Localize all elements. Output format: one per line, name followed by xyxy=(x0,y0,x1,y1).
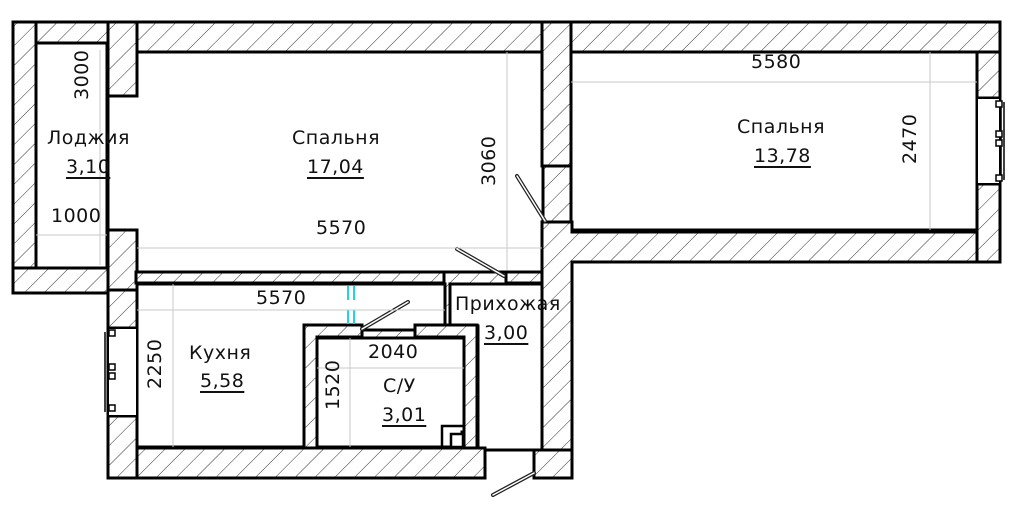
dim-loggia-width: 1000 xyxy=(51,205,102,227)
room-area-hallway: 3,00 xyxy=(484,322,529,344)
room-area-bedroom-2: 13,78 xyxy=(754,145,811,167)
room-area-loggia: 3,10 xyxy=(66,156,111,178)
bathroom-shaft xyxy=(440,424,465,449)
room-name-loggia: Лоджия xyxy=(47,127,130,149)
dimension-lines xyxy=(36,50,977,447)
door-bedroom-2 xyxy=(515,174,547,223)
room-name-kitchen: Кухня xyxy=(189,342,252,364)
dim-bedroom2-height: 2470 xyxy=(899,113,921,164)
room-name-bedroom-1: Спальня xyxy=(292,127,381,149)
dim-kitchen-width: 5570 xyxy=(256,287,307,309)
cyan-marker xyxy=(347,286,355,324)
dim-bedroom1-width: 5570 xyxy=(316,217,367,239)
door-entrance xyxy=(491,471,536,497)
dim-bathroom-height: 1520 xyxy=(322,359,344,410)
room-name-hallway: Прихожая xyxy=(455,293,561,315)
doors xyxy=(360,174,547,497)
interior-walls xyxy=(11,20,1002,480)
room-area-bathroom: 3,01 xyxy=(382,404,427,426)
room-area-kitchen: 5,58 xyxy=(200,370,245,392)
dim-loggia-height: 3000 xyxy=(71,49,93,100)
room-name-bathroom: С/У xyxy=(383,375,416,397)
room-name-bedroom-2: Спальня xyxy=(737,116,826,138)
window-bedroom-2 xyxy=(976,97,1005,185)
door-bedroom-1 xyxy=(455,247,506,278)
dim-bathroom-width: 2040 xyxy=(368,341,419,363)
dim-bedroom2-width: 5580 xyxy=(751,51,802,73)
room-area-bedroom-1: 17,04 xyxy=(307,156,364,178)
door-bathroom xyxy=(360,300,410,331)
window-kitchen xyxy=(104,327,138,417)
dim-bedroom1-height: 3060 xyxy=(478,135,500,186)
dim-kitchen-height: 2250 xyxy=(144,338,166,389)
